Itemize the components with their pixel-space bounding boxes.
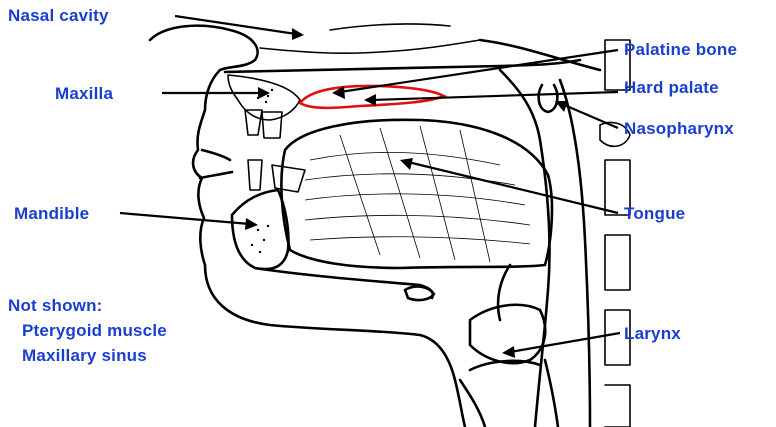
label-maxilla: Maxilla xyxy=(55,84,113,104)
lower-molar xyxy=(272,165,305,192)
pharynx-wall xyxy=(500,70,550,427)
pointer-maxilla xyxy=(162,87,270,99)
mandible-stipple xyxy=(251,225,269,253)
upper-incisor xyxy=(245,110,262,135)
pointer-nasal-cavity xyxy=(175,16,304,40)
lips xyxy=(200,150,232,178)
label-hard-palate: Hard palate xyxy=(624,78,719,98)
vocal-folds xyxy=(470,361,540,370)
pointer-mandible xyxy=(120,213,258,230)
upper-molar xyxy=(262,112,282,138)
label-tongue: Tongue xyxy=(624,204,685,224)
cervical-vertebrae xyxy=(600,40,630,427)
nose-outline xyxy=(150,26,465,427)
nasal-cavity-floor xyxy=(225,60,580,72)
label-palatine-bone: Palatine bone xyxy=(624,40,737,60)
nasal-concha xyxy=(260,40,480,53)
label-nasal-cavity: Nasal cavity xyxy=(8,6,109,26)
esophagus xyxy=(545,360,558,427)
label-larynx: Larynx xyxy=(624,324,681,344)
pointer-tongue xyxy=(400,158,618,213)
maxilla-bone xyxy=(228,75,300,120)
mandible-bone xyxy=(232,190,288,269)
pointer-palatine-bone xyxy=(332,50,618,99)
pointer-nasopharynx xyxy=(555,101,618,128)
epiglottis xyxy=(498,265,510,320)
note-heading: Not shown: xyxy=(8,296,103,316)
note-item-pterygoid: Pterygoid muscle xyxy=(22,321,167,341)
posterior-pharynx xyxy=(560,80,590,427)
tongue-muscle-hatching xyxy=(305,126,530,262)
pointer-larynx xyxy=(502,333,620,358)
label-nasopharynx: Nasopharynx xyxy=(624,119,734,139)
uvula xyxy=(539,85,558,112)
label-mandible: Mandible xyxy=(14,204,89,224)
lower-incisor xyxy=(248,160,262,190)
nasal-concha-2 xyxy=(330,24,450,30)
note-item-maxillary-sinus: Maxillary sinus xyxy=(22,346,147,366)
hyoid-bone xyxy=(405,287,434,301)
